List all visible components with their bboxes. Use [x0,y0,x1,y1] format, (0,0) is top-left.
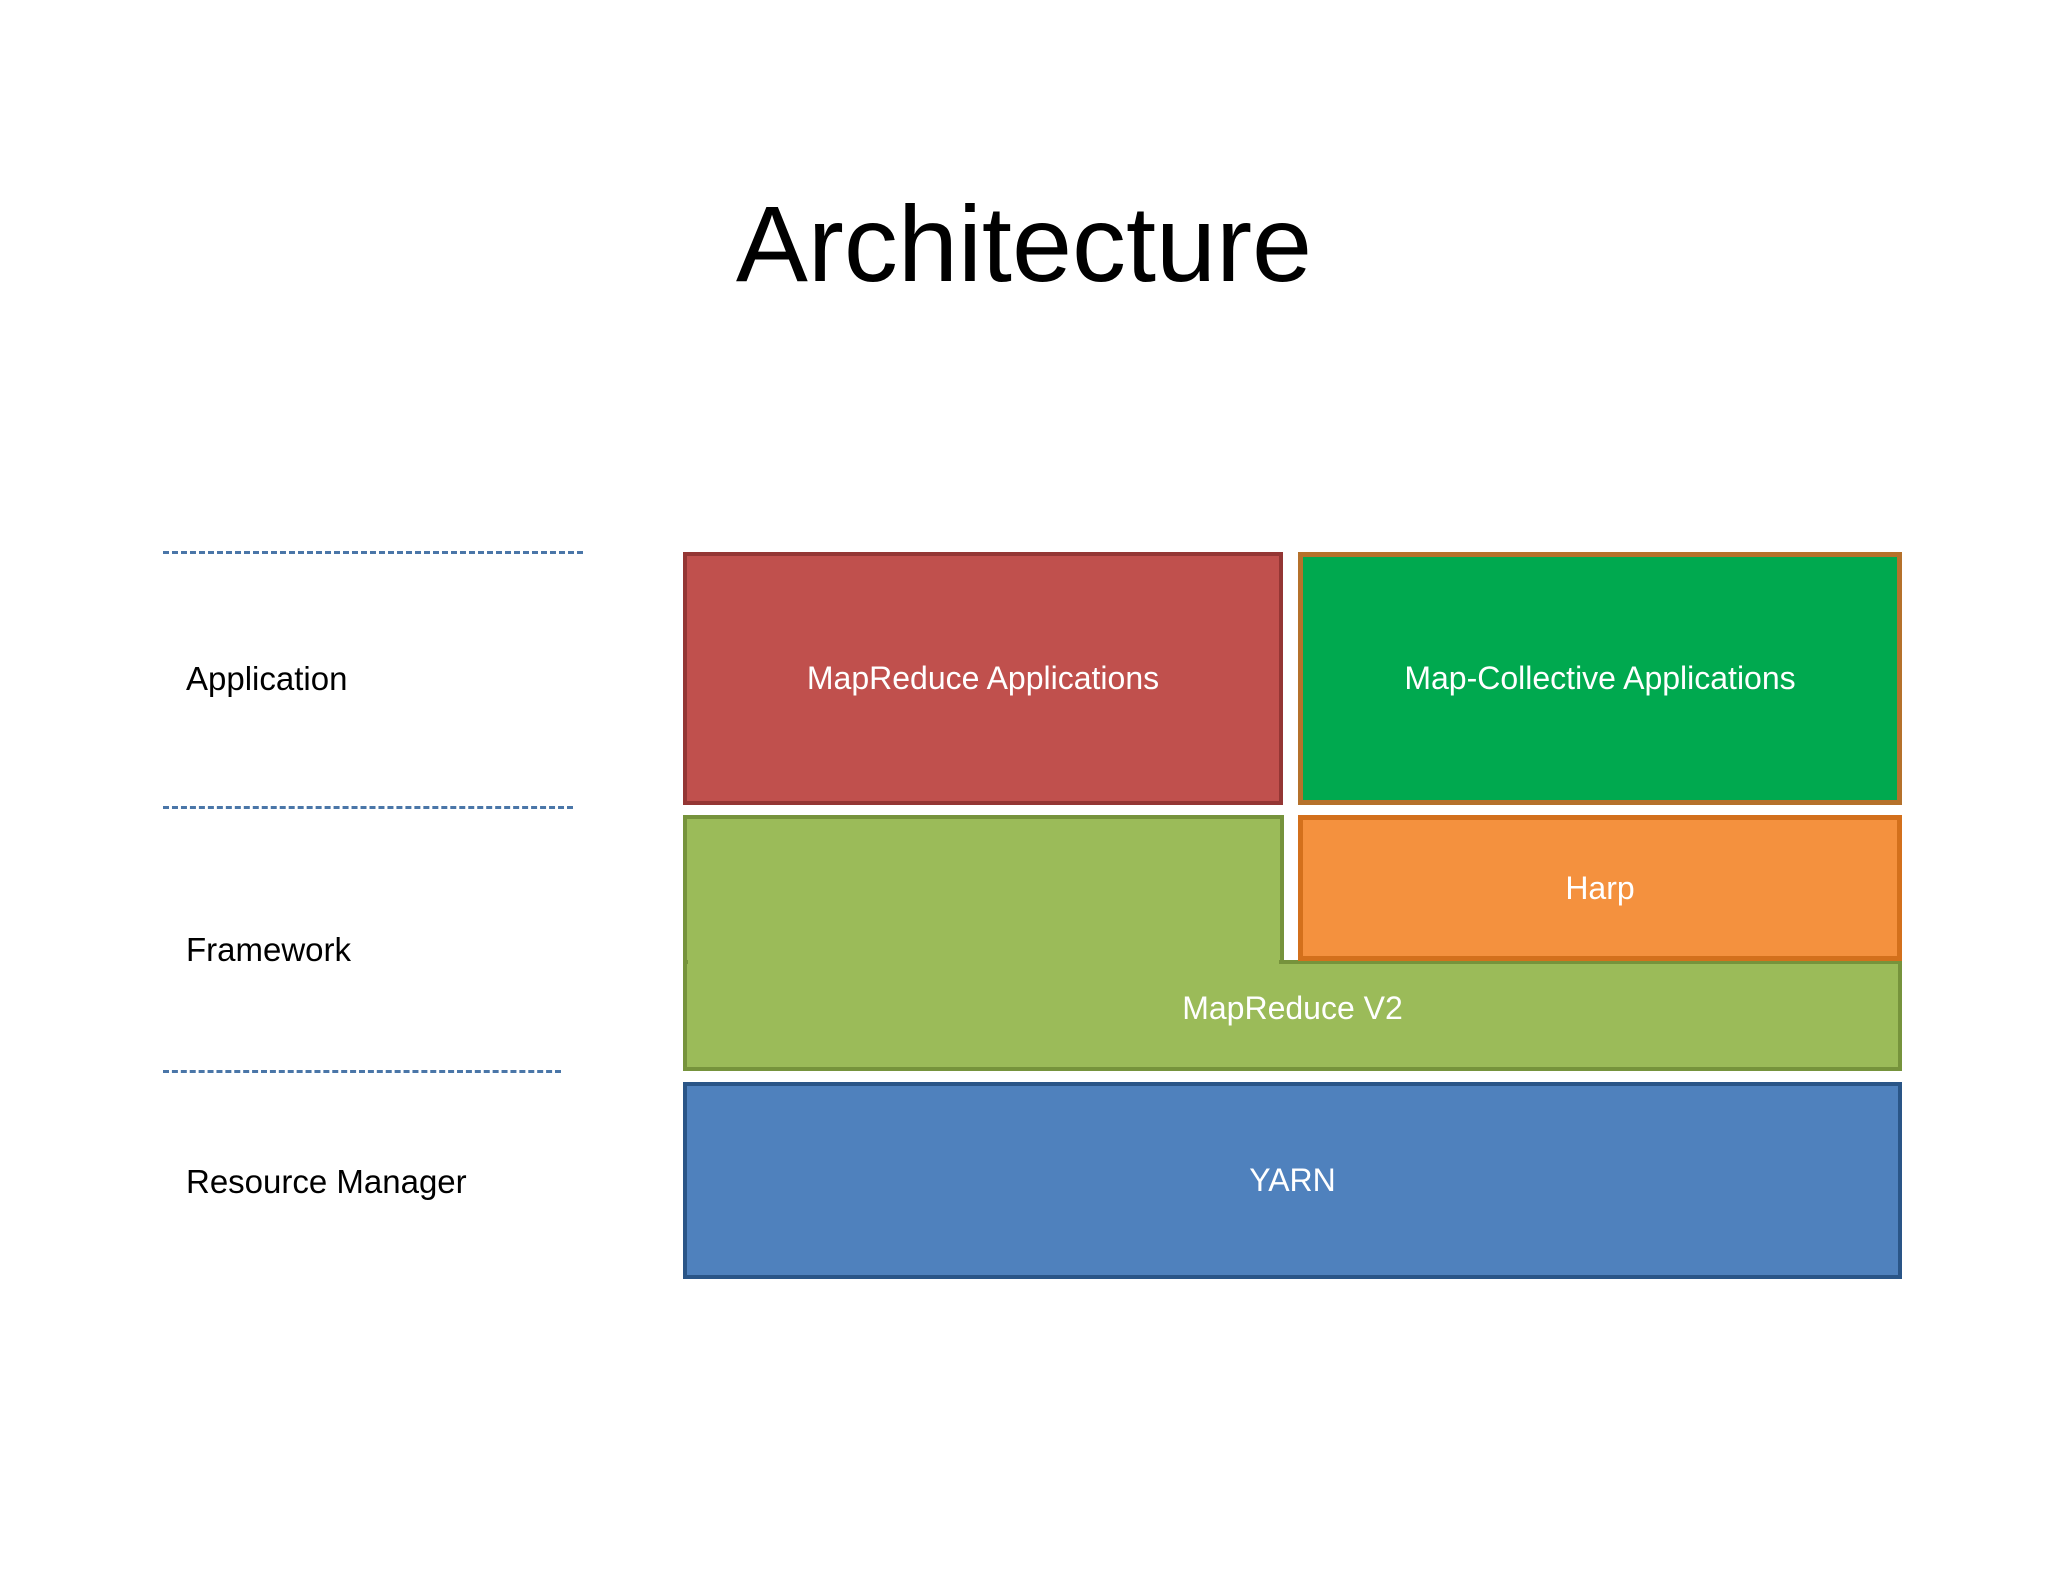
tier-divider-bottom [163,1070,561,1073]
tier-divider-top [163,551,583,554]
tier-label-framework: Framework [186,931,352,968]
tier-divider-middle [163,806,573,809]
block-map-collective-applications[interactable]: Map-Collective Applications [1298,552,1902,805]
block-harp[interactable]: Harp [1298,815,1902,961]
block-mapreduce-applications-label: MapReduce Applications [806,660,1160,697]
block-map-collective-applications-label: Map-Collective Applications [1404,660,1796,697]
tier-label-resource-manager: Resource Manager [186,1163,467,1200]
page-title: Architecture [735,183,1313,304]
block-mapreduce-v2-band[interactable] [683,960,1902,1071]
tier-label-application: Application [186,660,348,697]
block-mapreduce-v2-seam [688,958,1279,968]
block-harp-label: Harp [1565,869,1635,906]
block-yarn-label: YARN [1249,1162,1336,1199]
block-mapreduce-applications[interactable]: MapReduce Applications [683,552,1283,805]
block-yarn[interactable]: YARN [683,1082,1902,1279]
